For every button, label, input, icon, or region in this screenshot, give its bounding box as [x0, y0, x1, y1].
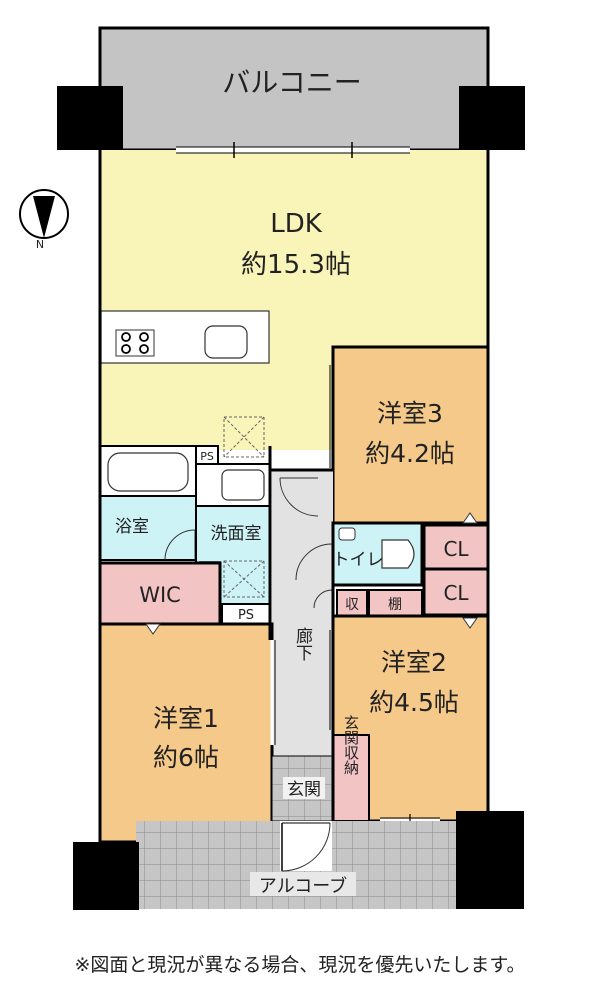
western-room-1-label: 洋室1	[153, 704, 219, 733]
sink-icon	[204, 325, 248, 359]
bath-label: 浴室	[115, 517, 149, 537]
pillar-bottom-left	[73, 842, 139, 910]
front-door	[280, 821, 332, 871]
pillar-top-right	[459, 86, 525, 150]
western-room-2-label: 洋室2	[381, 648, 447, 677]
ldk-size-label: 約15.3帖	[241, 250, 351, 280]
entrance-storage-label: 玄関収納	[342, 715, 360, 776]
alcove-label: アルコーブ	[259, 875, 347, 897]
toilet-label: トイレ	[333, 550, 384, 570]
shelf-label: 棚	[388, 597, 402, 613]
compass-icon: N	[19, 189, 69, 251]
bath-room	[99, 495, 197, 561]
washroom-label: 洗面室	[211, 524, 262, 544]
hallway-label: 廊下	[292, 627, 313, 661]
western-room-1-size: 約6帖	[153, 743, 219, 772]
wic-label: WIC	[139, 583, 181, 607]
balcony-area	[98, 26, 490, 152]
balcony-label: バルコニー	[222, 66, 361, 99]
ps-upper-label: PS	[200, 450, 214, 463]
pillar-bottom-right	[456, 811, 524, 909]
hallway	[272, 470, 333, 756]
closet-upper-label: CL	[443, 537, 469, 561]
bathtub-icon	[107, 452, 189, 492]
disclaimer-note: ※図面と現況が異なる場合、現況を優先いたします。	[74, 954, 526, 976]
vanity-sink-icon	[221, 469, 265, 501]
floor-plan: バルコニー LDK 約15.3帖 洋室3 約4.2帖 浴室 PS 洗面室 収	[19, 26, 525, 910]
ldk-label: LDK	[270, 209, 323, 239]
western-room-1	[98, 622, 274, 844]
toilet-bowl-icon	[381, 539, 415, 569]
closet-lower-label: CL	[443, 581, 469, 605]
western-room-3-size: 約4.2帖	[365, 439, 455, 468]
western-room-3-label: 洋室3	[377, 399, 443, 428]
western-room-3	[331, 345, 490, 525]
refrigerator-space	[223, 416, 265, 458]
entrance-label: 玄関	[287, 780, 321, 800]
western-room-2-size: 約4.5帖	[369, 688, 459, 717]
shelf	[368, 589, 423, 617]
washer-space	[223, 560, 265, 598]
small-storage-label: 収	[345, 597, 359, 613]
entrance-storage	[332, 734, 370, 822]
closet-upper	[422, 523, 490, 571]
toilet-tank-icon	[338, 527, 356, 541]
ps-lower-label: PS	[238, 608, 254, 623]
compass-north-label: N	[36, 238, 44, 251]
stove-icon	[115, 329, 155, 357]
pillar-top-left	[57, 86, 123, 150]
